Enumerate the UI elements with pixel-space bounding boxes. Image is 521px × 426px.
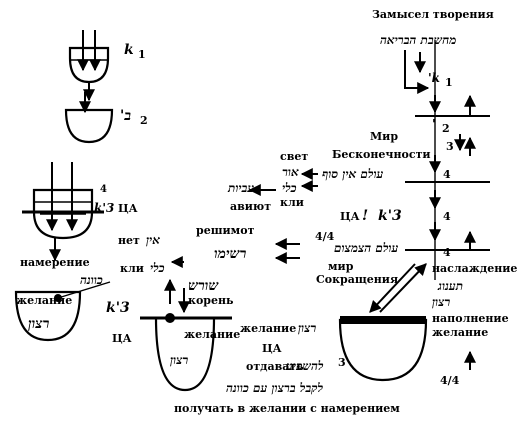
hebrew-ratzon-left: רצון (28, 316, 49, 332)
hebrew-olam-ein-sof: עולם אין סוף (322, 167, 384, 181)
hebrew-olam-tsimtsum: עולם הצמצום (334, 241, 398, 255)
label-napolnenie-1: наполнение (432, 312, 509, 325)
hebrew-taanug: תענוג (437, 279, 463, 293)
mark-k1-right: 'k (428, 71, 440, 85)
hebrew-kli-2: כלי (150, 261, 165, 275)
mark-k1-right-sub: 1 (445, 76, 453, 89)
mark-k2-top-sub: 2 (140, 114, 148, 127)
hebrew-hashpaa: להשפיע (285, 359, 324, 373)
label-zhelanie-mid: желание (184, 328, 240, 341)
mark-k3-lower: k'3 (106, 300, 130, 316)
top-left-vessel-2 (64, 92, 114, 144)
label-ca-small: ЦА (262, 342, 282, 355)
mark-k2-top: 'ב (120, 108, 131, 124)
label-napolnenie-2: желание (432, 326, 488, 339)
mark-k2-right-sub: 2 (442, 122, 450, 135)
hebrew-kavana: כוונה (80, 273, 103, 287)
hebrew-kli: כלי (282, 181, 297, 195)
hebrew-reshimo: רשימו (214, 246, 246, 262)
label-mir-sokr-1: мир (328, 260, 354, 273)
middle-bowl (140, 278, 232, 392)
label-zamysel: Замысел творения (372, 8, 494, 21)
label-reshimot: решимот (196, 224, 255, 237)
label-namerenie: намерение (20, 256, 90, 269)
left-vessel-ca (22, 162, 104, 262)
label-mir-beskon-2: Бесконечности (332, 148, 431, 161)
hebrew-ratzon-right: רצון (432, 295, 450, 309)
label-naslazhdenie: наслаждение (432, 262, 517, 275)
mark-k2-right: ' (432, 117, 436, 131)
label-koren: корень (188, 294, 234, 307)
label-ca-mid: ЦА (340, 210, 360, 223)
right-bowl (338, 263, 428, 382)
label-kli-1: кли (280, 196, 304, 209)
mark-n3-small: 3 (338, 356, 346, 369)
label-svet: свет (280, 150, 308, 163)
mark-k3-left: k'3 (94, 201, 114, 215)
label-ca-lower: ЦА (112, 332, 132, 345)
hebrew-or: אור (282, 165, 299, 179)
hebrew-aviut: עביות (227, 181, 254, 195)
label-net: нет (118, 234, 140, 247)
label-otdavat: отдавать (246, 360, 304, 373)
hebrew-shoresh: שורש (188, 278, 219, 294)
label-ca-left: ЦА (118, 202, 138, 215)
mark-n4-c: 4 (443, 246, 451, 259)
mark-n4-a: 4 (443, 168, 451, 181)
mark-bang: ! (362, 208, 368, 224)
label-kli-2: кли (120, 262, 144, 275)
label-aviut: авиют (230, 200, 271, 213)
left-bowl-zhelanie (14, 281, 111, 342)
mark-n4-b: 4 (443, 210, 451, 223)
mark-n3: 3 (446, 140, 454, 153)
hebrew-machshevet: מחשבת הבריאה (380, 33, 456, 47)
mark-k1-top-sub: 1 (138, 48, 146, 61)
mark-k3-mid: k'3 (378, 208, 402, 224)
label-mir-beskon-1: Мир (370, 130, 398, 143)
label-zhelanie-left: желание (16, 294, 72, 307)
mark-frac-44: 4/4 (315, 230, 335, 243)
hebrew-ratzon-mid: רצון (170, 353, 188, 367)
hebrew-ratzon-lower: רצון (298, 321, 316, 335)
hebrew-lekabel: לקבל ברצון עם כוונה (226, 381, 324, 395)
label-mir-sokr-2: Сокращения (316, 273, 398, 286)
label-zhelanie-lower: желание (240, 322, 296, 335)
top-left-vessel-1 (68, 30, 110, 102)
mark-k3-left-sup: 4 (100, 184, 107, 195)
hebrew-ein: אין (146, 233, 160, 247)
mark-k1-top: k (124, 42, 134, 58)
bottom-caption: получать в желании с намерением (174, 402, 400, 415)
mark-frac-44-b: 4/4 (440, 374, 460, 387)
